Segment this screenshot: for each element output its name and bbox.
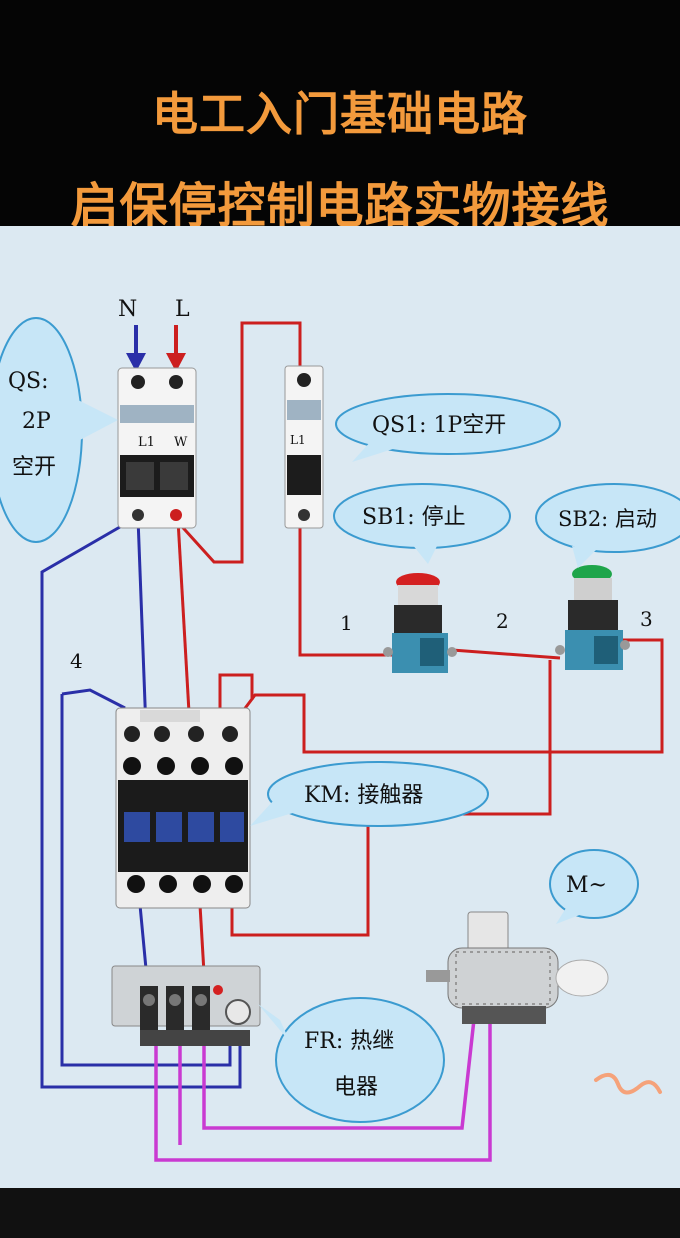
wire-aux-loop (218, 673, 254, 735)
wire-number-3: 3 (640, 607, 653, 631)
label-l: L (175, 297, 190, 322)
wire-qs-n-to-km (136, 517, 148, 731)
qs1-mark: L1 (290, 433, 306, 447)
magenta-wires (154, 964, 492, 1162)
motor-label: M~ (566, 873, 607, 898)
wire-number-4: 4 (70, 649, 83, 673)
qs-mark-right: W (174, 435, 188, 450)
qs-label-line1: QS: (8, 369, 49, 394)
fr-label-line1: FR: 热继 (304, 1029, 394, 1054)
title-line-2: 启保停控制电路实物接线 (70, 178, 610, 234)
qs1-label: QS1: 1P空开 (372, 413, 506, 438)
qs-mark-left: L1 (138, 435, 155, 450)
arrow-down-icon (166, 353, 186, 372)
bubble-qs: QS: 2P 空开 (0, 317, 118, 543)
wire-fr-v (202, 964, 482, 1130)
bubble-sb1: SB1: 停止 (333, 483, 511, 564)
qs-label-line3: 空开 (12, 455, 56, 480)
sb1-stop-button (383, 573, 457, 673)
wire-number-1: 1 (340, 611, 353, 635)
dial-icon (225, 999, 251, 1025)
sb2-start-button (555, 565, 630, 670)
label-n: N (118, 297, 137, 322)
title-line-1: 电工入门基础电路 (152, 87, 528, 141)
wire-number-2: 2 (496, 609, 509, 633)
wire-4-top (61, 688, 126, 710)
bubble-motor: M~ (549, 849, 639, 924)
wire-km-aux-to-sb2 (230, 660, 552, 937)
bubble-sb2: SB2: 启动 (535, 483, 680, 568)
qs-breaker: L1 W (117, 367, 197, 529)
wire-fr-u (154, 965, 492, 1162)
wire-qs-n-to-fr (40, 518, 242, 1089)
sb2-label: SB2: 启动 (558, 507, 657, 531)
decorative-squiggle-icon (594, 1072, 662, 1095)
bottom-bar (0, 1188, 680, 1238)
blue-wires (40, 517, 242, 1089)
km-contactor (115, 707, 251, 909)
bubble-qs1: QS1: 1P空开 (335, 393, 561, 462)
bubble-fr: FR: 热继 电器 (258, 997, 445, 1123)
supply-arrows: N L (118, 297, 190, 372)
motor (426, 911, 609, 1024)
qs1-breaker: L1 (284, 365, 324, 529)
wire-4-to-km (60, 694, 232, 1067)
wire-l-to-qs1 (174, 321, 302, 564)
wire-qs-l-to-km (176, 519, 192, 731)
header: 电工入门基础电路 启保停控制电路实物接线 (0, 0, 680, 234)
wire-sb1-to-sb2 (451, 648, 561, 660)
bubble-km: KM: 接触器 (250, 761, 489, 827)
sb1-label: SB1: 停止 (362, 505, 466, 530)
wire-qs1-to-sb1 (298, 520, 392, 657)
wire-sb2-to-coil (223, 638, 664, 754)
km-label: KM: 接触器 (304, 783, 423, 808)
qs-label-line2: 2P (22, 409, 51, 434)
fr-label-line2: 电器 (334, 1075, 378, 1100)
arrow-down-icon (126, 353, 146, 372)
fr-thermal-relay (111, 965, 261, 1046)
